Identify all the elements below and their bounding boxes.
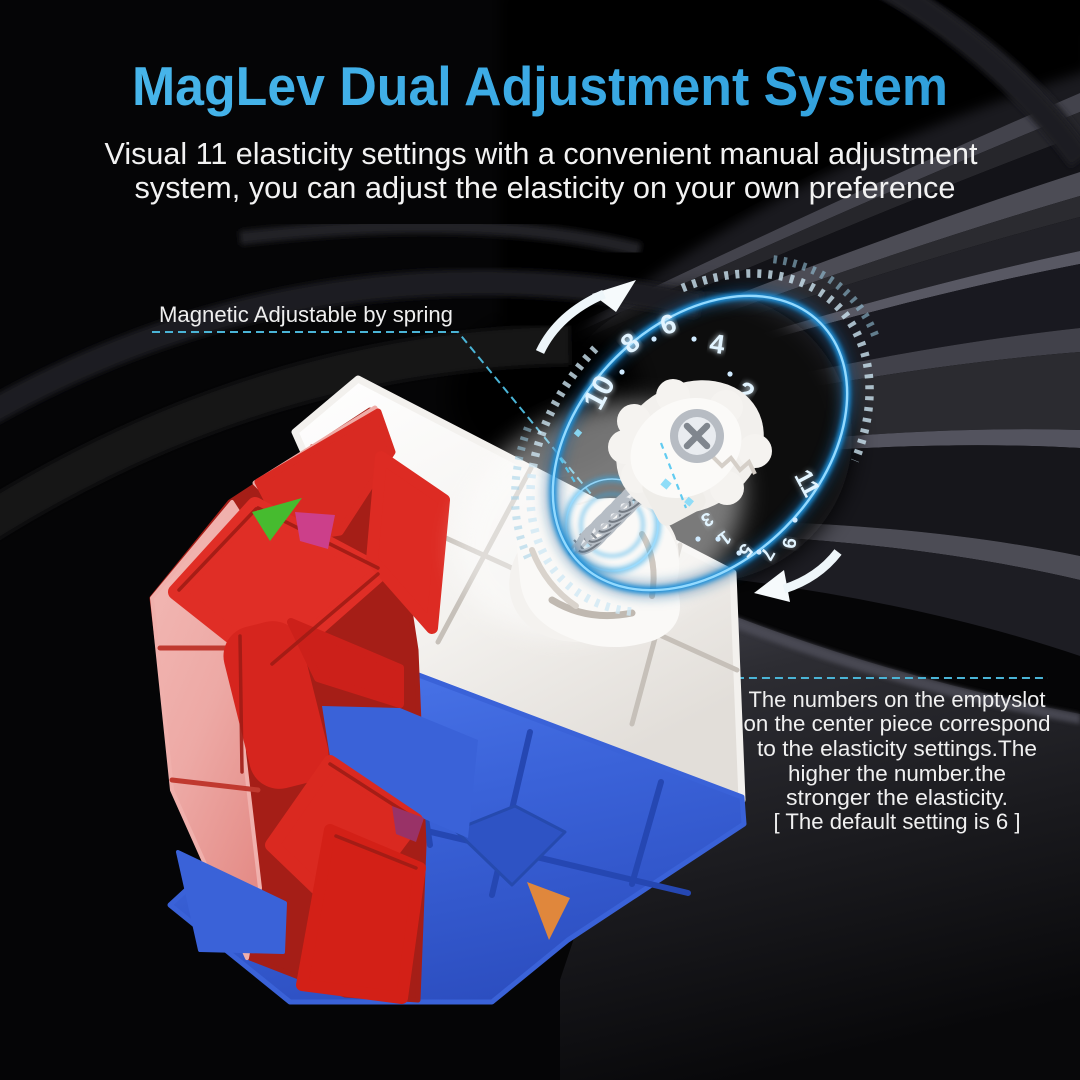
svg-text:4: 4 bbox=[708, 328, 727, 360]
svg-text:4: 4 bbox=[708, 328, 727, 360]
svg-text:to the elasticity settings.The: to the elasticity settings.The bbox=[757, 736, 1037, 761]
svg-text:system, you can adjust the ela: system, you can adjust the elasticity on… bbox=[135, 171, 956, 205]
svg-text:Visual 11 elasticity settings: Visual 11 elasticity settings with a con… bbox=[105, 137, 979, 171]
svg-text:higher the number.the: higher the number.the bbox=[788, 761, 1006, 786]
svg-text:on the center piece correspond: on the center piece correspond bbox=[744, 711, 1051, 736]
svg-text:MagLev Dual Adjustment System: MagLev Dual Adjustment System bbox=[132, 55, 948, 117]
svg-text:9: 9 bbox=[777, 536, 800, 550]
svg-text:The numbers on the emptyslot: The numbers on the emptyslot bbox=[749, 687, 1047, 712]
svg-text:9: 9 bbox=[777, 536, 800, 550]
svg-text:Magnetic Adjustable by spring: Magnetic Adjustable by spring bbox=[159, 302, 453, 327]
svg-text:[ The default setting is 6 ]: [ The default setting is 6 ] bbox=[774, 809, 1021, 834]
svg-text:stronger the elasticity.: stronger the elasticity. bbox=[786, 785, 1008, 810]
